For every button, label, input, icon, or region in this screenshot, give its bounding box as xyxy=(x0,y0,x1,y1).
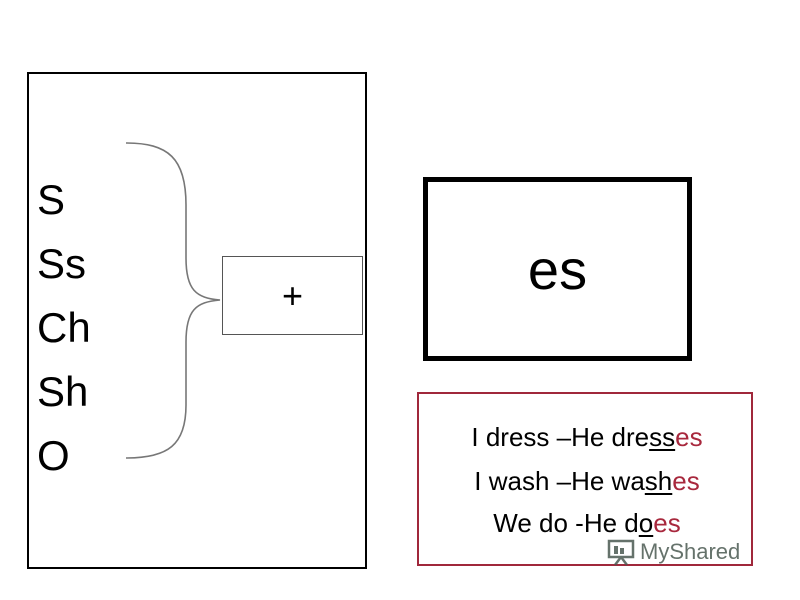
watermark: MyShared xyxy=(606,538,740,566)
example-prefix: I dress –He dre xyxy=(471,422,650,452)
examples-box: I dress –He dresses I wash –He washes We… xyxy=(417,392,753,566)
example-prefix: We do -He d xyxy=(493,508,639,538)
presentation-icon xyxy=(607,539,635,566)
es-ending-box: es xyxy=(423,177,692,361)
example-underlined-letters: ss xyxy=(649,422,676,452)
example-es-suffix: es xyxy=(672,466,700,496)
ending-item-o: O xyxy=(37,432,70,479)
plus-box: + xyxy=(222,256,363,335)
curly-brace xyxy=(125,142,221,459)
endings-list: S Ss Ch Sh O xyxy=(37,168,91,488)
ending-item-ss: Ss xyxy=(37,240,87,287)
es-ending-label: es xyxy=(527,237,588,301)
watermark-text: MyShared xyxy=(640,539,741,564)
example-underlined-letters: sh xyxy=(644,466,673,496)
example-line: I wash –He washes xyxy=(419,466,755,497)
example-line: I dress –He dresses xyxy=(419,422,755,453)
ending-item-sh: Sh xyxy=(37,368,89,415)
ending-item-ch: Ch xyxy=(37,304,91,351)
example-es-suffix: es xyxy=(675,422,703,452)
example-prefix: I wash –He wa xyxy=(474,466,645,496)
example-underlined-letters: o xyxy=(638,508,654,538)
endings-panel xyxy=(27,72,367,569)
example-line: We do -He does xyxy=(419,508,755,539)
example-es-suffix: es xyxy=(653,508,681,538)
plus-sign: + xyxy=(281,274,304,316)
ending-item-s: S xyxy=(37,176,66,223)
